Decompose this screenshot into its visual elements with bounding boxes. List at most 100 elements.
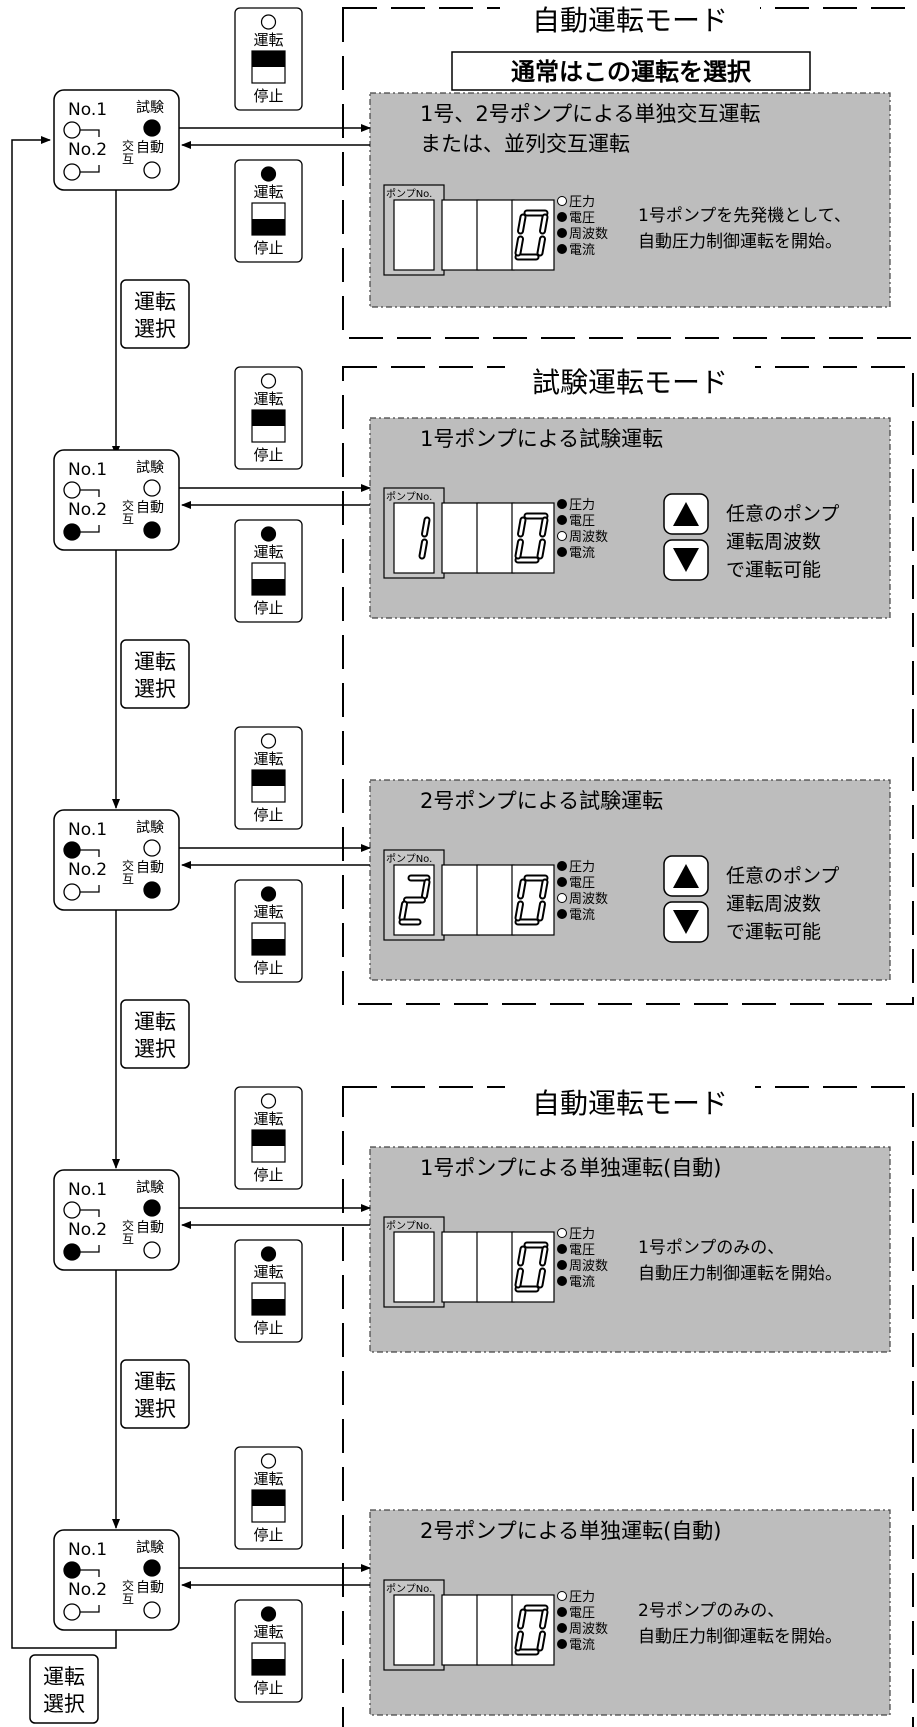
stop-label: 停止 <box>253 1679 283 1697</box>
indicator-lamp <box>557 1591 567 1601</box>
run-lamp <box>260 166 277 182</box>
digit-box <box>441 864 480 936</box>
auto-lamp <box>143 1601 161 1619</box>
indicator-label: 圧力 <box>569 1227 595 1242</box>
connector-arrows <box>179 844 371 869</box>
indicator-lamp <box>557 1276 567 1286</box>
mode-title: 試験運転モード <box>532 366 728 399</box>
pump-no-display <box>393 1594 435 1666</box>
segment-inner-e <box>400 902 406 920</box>
toggle-indicator <box>252 410 285 426</box>
run-label: 運転 <box>253 183 283 201</box>
indicator-lamp <box>557 877 567 887</box>
indicator-label: 周波数 <box>569 1622 608 1637</box>
indicator-lamp <box>557 1260 567 1270</box>
selector-alternate-label: 互 <box>122 152 134 166</box>
selector-auto-label: 自動 <box>136 500 164 516</box>
run-label: 運転 <box>253 1623 283 1641</box>
panel-title-line2: または、並列交互運転 <box>420 132 630 156</box>
run-lamp <box>260 1246 277 1262</box>
no1-lamp <box>63 1201 81 1219</box>
up-arrow-icon <box>673 864 699 888</box>
pump-no-display <box>393 502 435 574</box>
panel-title: 2号ポンプによる単独運転(自動) <box>420 1519 722 1543</box>
connector-arrows <box>179 124 371 149</box>
run-label: 運転 <box>253 750 283 768</box>
no1-wire <box>80 129 100 137</box>
segment-inner-b <box>541 1247 547 1265</box>
indicator-label: 電流 <box>569 243 595 258</box>
run-select-text: 運転 <box>43 1665 85 1689</box>
mode-title: 自動運転モード <box>532 1087 728 1120</box>
panel-description: 1号ポンプのみの、 <box>638 1238 784 1258</box>
no1-lamp <box>63 481 81 499</box>
selector-no2-label: No.2 <box>68 860 107 880</box>
no2-lamp <box>63 1603 81 1621</box>
no2-wire <box>80 885 100 893</box>
indicator-lamp <box>557 212 567 222</box>
panel-description: 自動圧力制御運転を開始。 <box>638 1264 842 1284</box>
panel-description: 任意のポンプ <box>726 503 839 525</box>
auto-lamp <box>143 161 161 179</box>
pump-no-label: ポンプNo. <box>386 1583 432 1595</box>
indicator-lamp <box>557 909 567 919</box>
selector-test-label: 試験 <box>136 1540 164 1556</box>
indicator-label: 圧力 <box>569 195 595 210</box>
panel-description: 1号ポンプを先発機として、 <box>638 206 851 226</box>
selector-auto-label: 自動 <box>136 1220 164 1236</box>
indicator-label: 電流 <box>569 1638 595 1653</box>
panel-title: 2号ポンプによる試験運転 <box>420 789 663 813</box>
seven-segment-digit <box>514 512 549 564</box>
indicator-label: 電圧 <box>569 1606 595 1621</box>
pump-no-label: ポンプNo. <box>386 1220 432 1232</box>
toggle-indicator <box>252 1490 285 1506</box>
connector-arrows <box>179 1204 371 1229</box>
indicator-label: 圧力 <box>569 860 595 875</box>
flow-lines <box>11 136 120 1649</box>
selector-alternate-label: 交 <box>122 498 134 513</box>
selector-alternate-label: 互 <box>122 872 134 886</box>
selector-test-label: 試験 <box>136 820 164 836</box>
run-select-text: 運転 <box>134 1010 176 1034</box>
selector-alternate-label: 交 <box>122 138 134 153</box>
no2-lamp <box>63 1243 81 1261</box>
no2-lamp <box>63 163 81 181</box>
auto-lamp <box>143 881 161 899</box>
run-label: 運転 <box>253 1110 283 1128</box>
run-select-frame <box>120 279 190 349</box>
run-select-text: 選択 <box>134 1397 176 1421</box>
panel-description: 自動圧力制御運転を開始。 <box>638 1627 842 1647</box>
indicator-lamp <box>557 1228 567 1238</box>
toggle-indicator <box>252 579 285 595</box>
panel-description: 自動圧力制御運転を開始。 <box>638 232 842 252</box>
indicator-lamp <box>557 515 567 525</box>
selector-no2-label: No.2 <box>68 500 107 520</box>
display-panel: 2号ポンプによる試験運転ポンプNo.圧力電圧周波数電流任意のポンプ運転周波数で運… <box>369 779 891 981</box>
segment-inner-c <box>538 540 544 558</box>
digit-box <box>441 199 480 271</box>
no2-wire <box>80 1245 100 1253</box>
no2-wire <box>80 165 100 173</box>
run-label: 運転 <box>253 1263 283 1281</box>
selector-test-label: 試験 <box>136 460 164 476</box>
indicator-lamp <box>557 228 567 238</box>
stop-label: 停止 <box>253 1166 283 1184</box>
digit-box <box>476 1231 515 1303</box>
display-panel: 1号ポンプによる単独運転(自動)ポンプNo.圧力電圧周波数電流1号ポンプのみの、… <box>369 1146 891 1353</box>
selector-alternate-label: 互 <box>122 1232 134 1246</box>
selector-no2-label: No.2 <box>68 1580 107 1600</box>
selector-alternate-label: 互 <box>122 1592 134 1606</box>
stop-label: 停止 <box>253 1526 283 1544</box>
run-select-frame <box>120 1359 190 1429</box>
test-lamp <box>143 839 161 857</box>
segment-inner-c <box>538 1269 544 1287</box>
